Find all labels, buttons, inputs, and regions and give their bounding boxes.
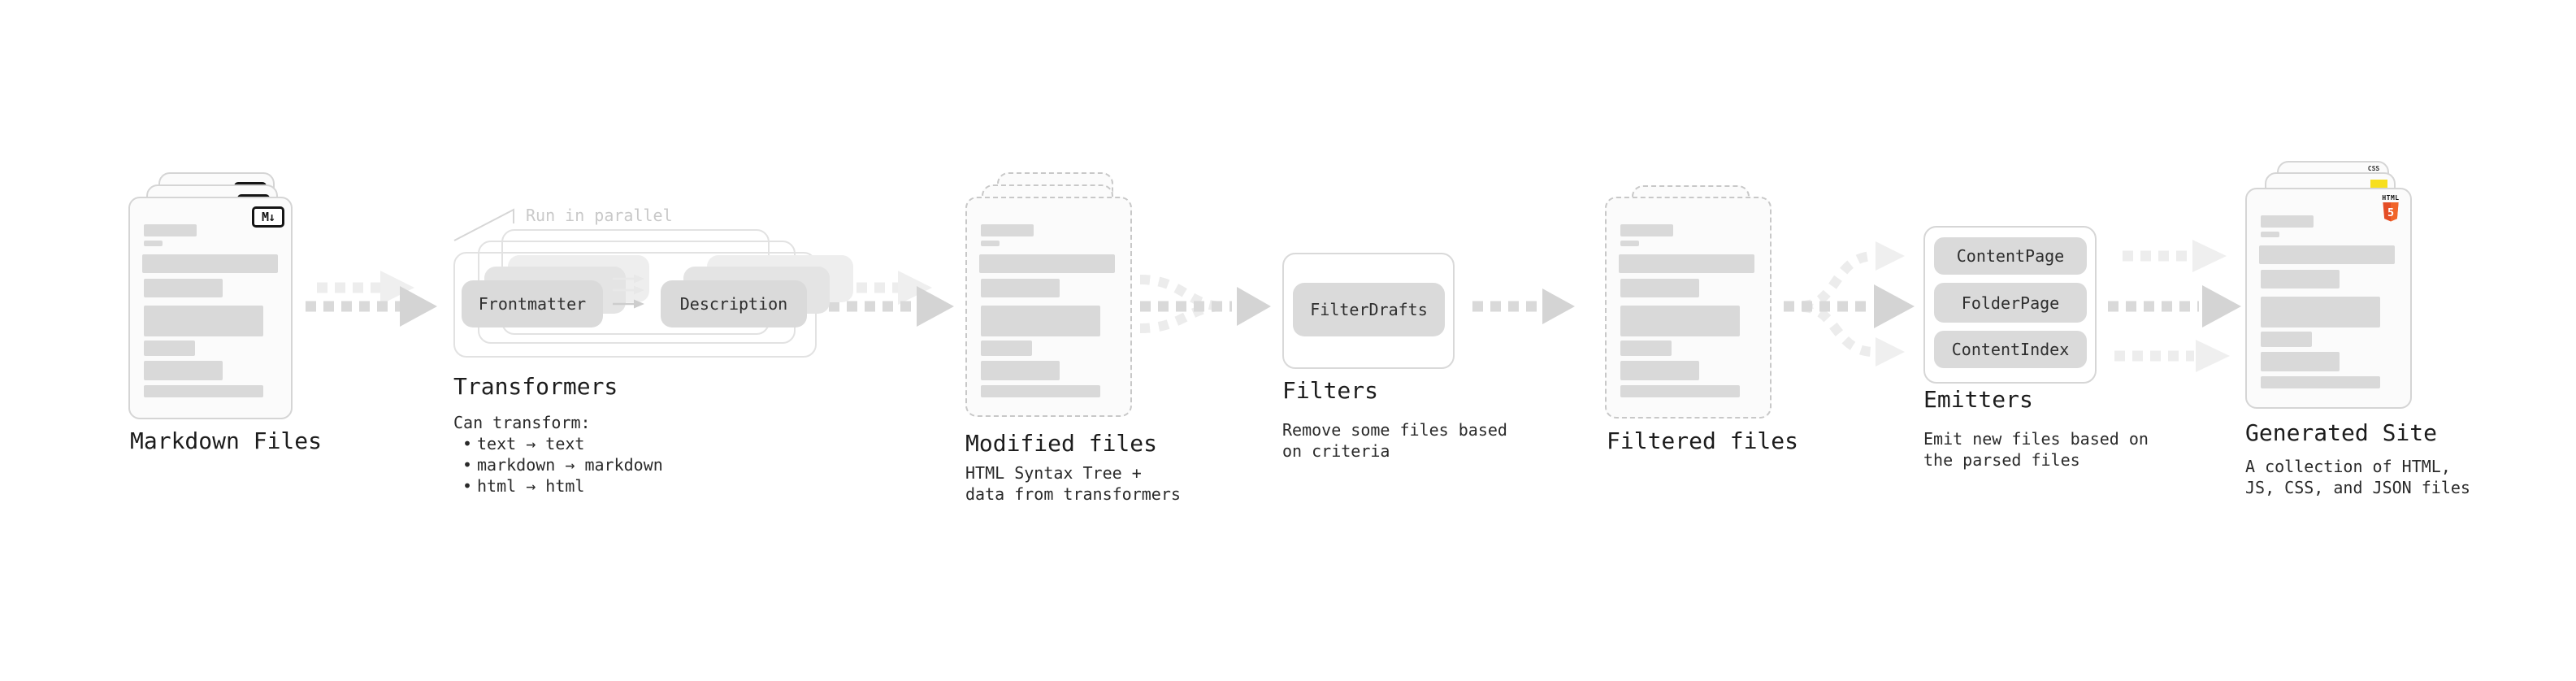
transformer-capability: •html → html [462,476,585,496]
placeholder-text-bar [2261,270,2340,288]
filters-label: Filters [1282,377,1379,404]
filtered-file-card-front [1605,197,1772,419]
placeholder-text-bar [1620,279,1699,297]
placeholder-text-bar [144,224,197,236]
placeholder-text-bar [981,306,1100,336]
placeholder-text-bar [1620,241,1639,246]
placeholder-text-bar [144,306,263,336]
transformers-description: Can transform: •text → text •markdown → … [453,412,663,497]
arrow-emitters-to-generated-bottom [2114,340,2230,372]
placeholder-text-bar [981,361,1060,380]
placeholder-text-bar [2261,352,2340,371]
arrow-filters-to-filtered [1472,288,1575,324]
placeholder-text-bar [1620,340,1672,356]
generated-file-card-front: HTML 5 [2245,188,2412,409]
modified-files-label: Modified files [965,430,1158,457]
bullet-glyph: • [462,434,473,453]
js-file-icon [2370,180,2387,188]
svg-text:5: 5 [2387,207,2394,219]
bullet-glyph: • [462,476,473,496]
arrow-emitters-to-generated-middle [2108,285,2241,327]
placeholder-text-bar [1620,224,1673,236]
filterdrafts-box: FilterDrafts [1293,283,1445,336]
placeholder-text-bar [142,254,278,273]
placeholder-text-bar [981,340,1032,356]
placeholder-text-bar [981,385,1100,397]
placeholder-text-bar [144,340,195,356]
placeholder-text-bar [144,279,223,297]
placeholder-text-bar [144,385,263,397]
bullet-glyph: • [462,455,473,475]
run-in-parallel-leader-line [453,208,514,241]
generated-site-description: A collection of HTML, JS, CSS, and JSON … [2245,457,2470,497]
placeholder-text-bar [981,279,1060,297]
contentpage-box: ContentPage [1934,237,2087,275]
modified-file-card-front [965,197,1132,417]
placeholder-text-bar [981,224,1034,236]
generated-site-label: Generated Site [2245,419,2438,446]
transformers-desc-title: Can transform: [453,413,591,432]
arrow-filtered-to-emitters [1784,241,1915,367]
arrow-emitters-to-generated-top [2123,240,2227,272]
markdown-icon: M↓ [252,206,284,228]
placeholder-text-bar [144,241,163,246]
emitters-description: Emit new files based on the parsed files [1923,429,2149,470]
folderpage-box: FolderPage [1934,283,2087,323]
placeholder-text-bar [979,254,1115,273]
html5-icon: HTML 5 [2381,195,2400,225]
placeholder-text-bar [1620,306,1740,336]
placeholder-text-bar [1620,361,1699,380]
placeholder-text-bar [2261,232,2279,237]
description-box: Description [661,280,807,327]
transformers-label: Transformers [453,373,618,400]
frontmatter-box: Frontmatter [462,280,603,327]
placeholder-text-bar [2259,245,2395,264]
placeholder-text-bar [144,361,223,380]
modified-files-description: HTML Syntax Tree + data from transformer… [965,463,1181,504]
placeholder-text-bar [1620,385,1740,397]
markdown-file-card-front: M↓ [128,197,293,419]
placeholder-text-bar [1619,254,1754,273]
contentindex-box: ContentIndex [1934,331,2087,368]
transformer-stage-arrows [613,274,644,309]
placeholder-text-bar [2261,215,2314,228]
placeholder-text-bar [981,241,1000,246]
filters-description: Remove some files based on criteria [1282,420,1507,461]
markdown-files-label: Markdown Files [130,427,323,454]
placeholder-text-bar [2261,297,2380,327]
arrow-modified-to-filters [1139,275,1271,333]
placeholder-text-bar [2261,332,2312,347]
filtered-files-label: Filtered files [1607,427,1799,454]
transformer-capability: •markdown → markdown [462,455,663,475]
transformer-capability: •text → text [462,434,585,453]
arrow-markdown-to-transformers [306,271,437,327]
run-in-parallel-note: Run in parallel [526,206,673,225]
placeholder-text-bar [2261,376,2380,388]
emitters-label: Emitters [1923,386,2033,413]
